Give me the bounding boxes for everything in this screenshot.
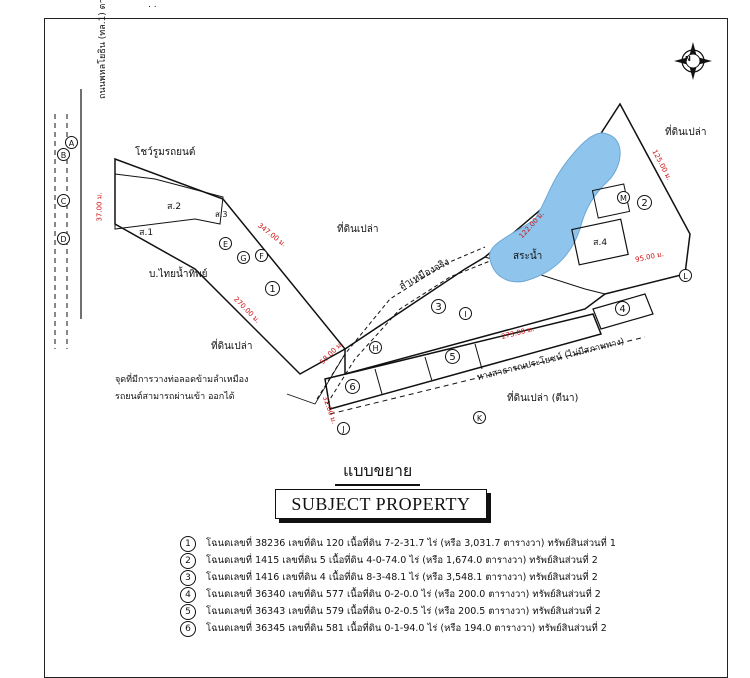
strip-divider (424, 356, 433, 382)
canal-line (316, 246, 486, 400)
parcel-number-2: 2 (637, 195, 652, 210)
building-s4 (571, 218, 629, 266)
marker-e: E (219, 237, 232, 250)
legend-text: โฉนดเลขที่ 36345 เลขที่ดิน 581 เนื้อที่ด… (206, 623, 607, 634)
legend-row: 2 โฉนดเลขที่ 1415 เลขที่ดิน 5 เนื้อที่ดิน… (180, 552, 616, 569)
legend-row: 5 โฉนดเลขที่ 36343 เลขที่ดิน 579 เนื้อที่… (180, 603, 616, 620)
marker-l: L (679, 269, 692, 282)
legend-number: 3 (180, 569, 196, 586)
company-label: บ.ไทยน้ำทิพย์ (149, 269, 208, 280)
building-s2-label: ส.2 (167, 202, 182, 212)
parcel-number-3: 3 (431, 299, 446, 314)
marker-h: H (369, 341, 382, 354)
pond-shape (489, 132, 621, 283)
legend-text: โฉนดเลขที่ 38236 เลขที่ดิน 120 เนื้อที่ด… (206, 538, 616, 549)
legend-row: 3 โฉนดเลขที่ 1416 เลขที่ดิน 4 เนื้อที่ดิน… (180, 569, 616, 586)
map-frame: ถนนพหลโยธิน (ทล.1) ตาลสะพาน 16 เมตร ลึก … (44, 0, 728, 678)
marker-b: B (57, 148, 70, 161)
distance-label: 37.00 ม. (95, 192, 104, 222)
marker-f: F (255, 249, 268, 262)
parcel-number-1: 1 (265, 281, 280, 296)
legend-text: โฉนดเลขที่ 36343 เลขที่ดิน 579 เนื้อที่ด… (206, 606, 601, 617)
showroom-boundary (114, 173, 224, 230)
legend-number: 5 (180, 603, 196, 620)
parcel-number-4: 4 (615, 301, 630, 316)
empty-land-north-label: ที่ดินเปล่า (337, 224, 379, 235)
empty-land-west-label: ที่ดินเปล่า (211, 341, 253, 352)
marker-k: K (473, 411, 486, 424)
pond-label: สระน้ำ (513, 251, 543, 262)
north-arrow-icon (674, 42, 712, 80)
building-s1-label: ส.1 (139, 228, 154, 238)
building-s4-label: ส.4 (593, 238, 608, 248)
parcel-number-6: 6 (345, 379, 360, 394)
legend-number: 6 (180, 620, 196, 637)
parcel-number-5: 5 (445, 349, 460, 364)
top-text-fragment: . . (148, 0, 157, 10)
legend-row: 1 โฉนดเลขที่ 38236 เลขที่ดิน 120 เนื้อที่… (180, 535, 616, 552)
legend-number: 2 (180, 552, 196, 569)
building-s3-label: ส.3 (215, 210, 228, 219)
north-label: N (685, 55, 691, 63)
empty-land-south-label: ที่ดินเปล่า (ตีนา) (507, 393, 579, 404)
road-label: ถนนพหลโยธิน (ทล.1) ตาลสะพาน 16 เมตร ลึก … (97, 0, 109, 99)
legend-number: 4 (180, 586, 196, 603)
showroom-label: โชว์รูมรถยนต์ (135, 147, 196, 158)
site-plan-map (54, 42, 712, 415)
empty-land-ne-label: ที่ดินเปล่า (665, 127, 707, 138)
legend-row: 4 โฉนดเลขที่ 36340 เลขที่ดิน 577 เนื้อที่… (180, 586, 616, 603)
marker-j: J (337, 422, 350, 435)
note-line-1: จุดที่มีการวางท่อลอดข้ามลำเหมือง (115, 375, 249, 385)
strip-divider (474, 343, 483, 370)
legend-number: 1 (180, 535, 196, 552)
marker-i: I (459, 307, 472, 320)
legend-text: โฉนดเลขที่ 1415 เลขที่ดิน 5 เนื้อที่ดิน … (206, 555, 598, 566)
legend-row: 6 โฉนดเลขที่ 36345 เลขที่ดิน 581 เนื้อที่… (180, 620, 616, 637)
public-road-dashed (329, 336, 646, 415)
note-line-2: รถยนต์สามารถผ่านเข้า ออกได้ (115, 392, 235, 402)
parcel-2-3-boundary (344, 102, 691, 375)
marker-c: C (57, 194, 70, 207)
subject-property-title: SUBJECT PROPERTY (275, 489, 487, 519)
note-leader-line (286, 353, 346, 405)
parcel-5-6-strip (324, 313, 603, 410)
marker-g: G (237, 251, 250, 264)
marker-a: A (65, 136, 78, 149)
marker-m: M (617, 191, 630, 204)
parcel-4-boundary (592, 293, 654, 330)
legend-text: โฉนดเลขที่ 1416 เลขที่ดิน 4 เนื้อที่ดิน … (206, 572, 598, 583)
expanded-view-title: แบบขยาย (335, 459, 421, 486)
marker-d: D (57, 232, 70, 245)
legend-text: โฉนดเลขที่ 36340 เลขที่ดิน 577 เนื้อที่ด… (206, 589, 601, 600)
parcel-legend: 1 โฉนดเลขที่ 38236 เลขที่ดิน 120 เนื้อที่… (180, 535, 616, 637)
strip-divider (374, 368, 383, 395)
